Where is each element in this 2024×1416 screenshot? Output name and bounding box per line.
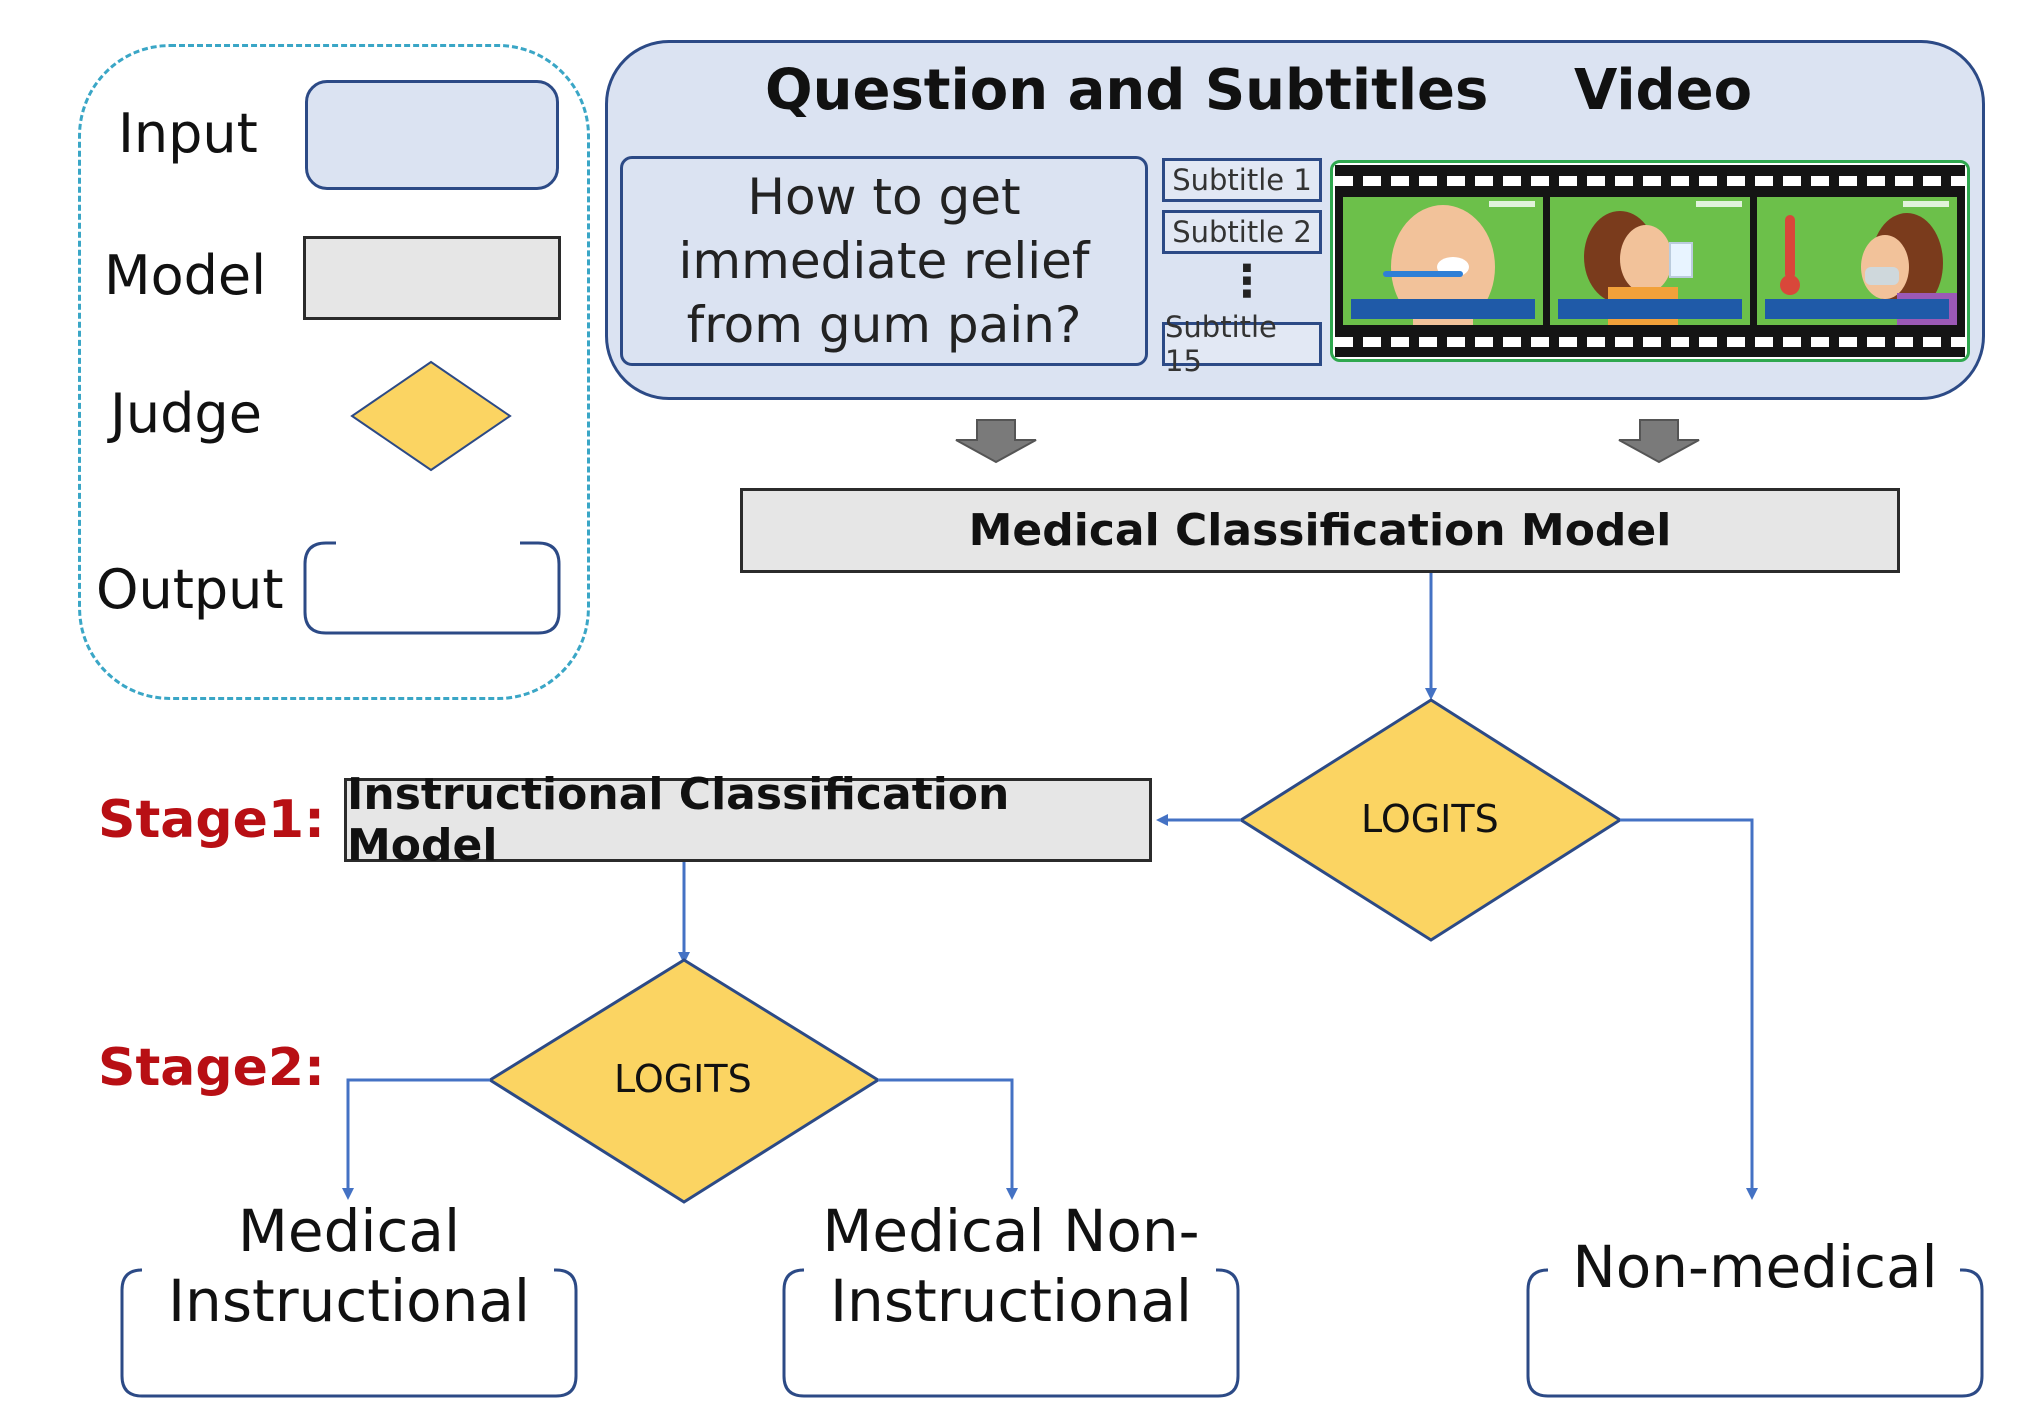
film-perforations-bottom xyxy=(1335,337,1965,347)
legend-model-label: Model xyxy=(104,244,267,307)
legend-frame xyxy=(78,44,590,700)
judge1-diamond xyxy=(1238,698,1623,942)
video-filmstrip xyxy=(1335,165,1965,357)
legend-judge-swatch xyxy=(350,360,512,472)
video-frame-3 xyxy=(1757,197,1957,325)
medical-classification-model: Medical Classification Model xyxy=(740,488,1900,573)
legend-model-swatch xyxy=(303,236,561,320)
output-bracket-medical-noninstructional xyxy=(782,1268,1240,1398)
down-arrow-right xyxy=(1618,419,1700,464)
judge2-diamond xyxy=(487,958,881,1204)
instructional-model-label: Instructional Classification Model xyxy=(347,769,1010,871)
legend-judge-label: Judge xyxy=(110,382,262,445)
output-medical-noninstructional: Medical Non- Instructional xyxy=(784,1196,1238,1336)
legend-input-label: Input xyxy=(118,102,258,165)
subtitle-ellipsis: ⋮ xyxy=(1225,256,1269,307)
video-frame-2-watermark xyxy=(1696,201,1742,207)
video-frame-3-watermark xyxy=(1903,201,1949,207)
video-frame-1 xyxy=(1343,197,1543,325)
video-frame-2 xyxy=(1550,197,1750,325)
subtitle-tag-1: Subtitle 1 xyxy=(1162,158,1322,202)
video-title: Video xyxy=(1574,58,1753,123)
video-frame-1-caption xyxy=(1351,299,1535,319)
arrow-judge2-to-medical-instructional xyxy=(342,1078,490,1200)
video-frame-1-watermark xyxy=(1489,201,1535,207)
down-arrow-left xyxy=(955,419,1037,464)
question-subtitles-title: Question and Subtitles xyxy=(765,58,1489,123)
arrow-judge1-to-nonmedical xyxy=(1620,818,1758,1200)
legend-output-label: Output xyxy=(96,558,284,621)
stage1-label: Stage1: xyxy=(98,790,325,850)
stage2-label: Stage2: xyxy=(98,1038,325,1098)
arrow-judge2-to-medical-noninstructional xyxy=(878,1078,1018,1200)
output-bracket-nonmedical xyxy=(1526,1268,1984,1398)
output-nonmedical-label: Non-medical xyxy=(1572,1233,1938,1301)
output-medical-noninstructional-line1: Medical Non- xyxy=(822,1197,1200,1265)
medical-model-label: Medical Classification Model xyxy=(968,505,1672,556)
output-medical-instructional: Medical Instructional xyxy=(122,1196,576,1336)
instructional-classification-model: Instructional Classification Model xyxy=(344,769,1152,871)
output-medical-instructional-line1: Medical xyxy=(237,1197,461,1265)
subtitle-tag-15: Subtitle 15 xyxy=(1162,310,1322,378)
output-medical-instructional-line2: Instructional xyxy=(167,1267,531,1335)
legend-output-swatch xyxy=(303,541,561,635)
legend-input-swatch xyxy=(305,80,559,190)
question-box: How to get immediate relief from gum pai… xyxy=(620,156,1148,366)
question-text: How to get immediate relief from gum pai… xyxy=(678,168,1090,354)
subtitle-tag-2: Subtitle 2 xyxy=(1162,210,1322,254)
video-frame-2-caption xyxy=(1558,299,1742,319)
film-perforations-top xyxy=(1335,176,1965,186)
output-medical-noninstructional-line2: Instructional xyxy=(829,1267,1193,1335)
judge1-label: LOGITS xyxy=(1361,797,1499,841)
output-bracket-medical-instructional xyxy=(120,1268,578,1398)
video-frame-3-caption xyxy=(1765,299,1949,319)
output-nonmedical: Non-medical xyxy=(1528,1232,1982,1302)
judge2-label: LOGITS xyxy=(614,1057,752,1101)
